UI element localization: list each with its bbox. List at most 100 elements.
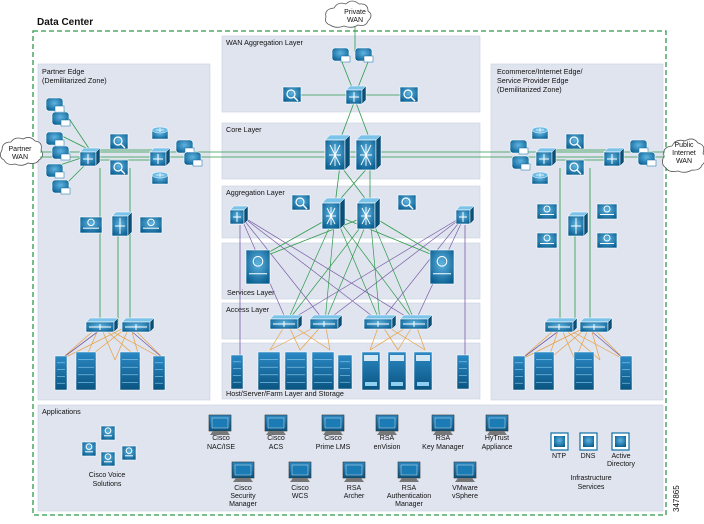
voice-server-icon [100,425,116,441]
ecommerce-access-switch-icon [544,317,578,333]
partner-firewall-icon [45,97,65,113]
aggregation-sensor-icon [291,194,311,211]
partner-firewall-icon [45,163,65,179]
aggregation-edge-switch-icon [229,205,249,225]
partner-wan-cloud: Partner WAN [0,137,43,166]
app-envision-label-1: RSA [380,435,395,442]
ecommerce-appliance-icon [596,232,618,249]
public-internet-label-2: Internet [672,150,696,157]
wan-firewall-icon [354,47,374,63]
link-line [369,214,381,323]
partner-access-switch-icon [85,317,119,333]
application-labels: Cisco Voice Solutions Cisco NAC/ISE Cisc… [89,435,636,508]
key-manager-icon [431,414,455,435]
partner-edge-switch-icon [149,147,171,167]
partner-sensor-icon [109,159,129,176]
link-line [324,214,466,323]
network-devices [45,47,657,482]
app-vsphere-label-2: vSphere [452,493,478,500]
app-csm-label-1: Cisco [234,485,252,492]
aggregation-zone [221,185,481,239]
link-line [334,214,446,261]
app-lms-label-2: Prime LMS [316,444,351,451]
app-csm-label-3: Manager [229,501,257,508]
link-line [286,214,336,323]
infra-title-1: Infrastructure [570,475,611,482]
wan-sensor-icon [399,86,419,103]
access-switch-icon [363,314,397,330]
ecommerce-server-icon [619,355,633,391]
ecommerce-edge-switch-icon [535,147,557,167]
ecommerce-edge-label-2: Service Provider Edge [497,76,569,85]
link-line [59,329,101,361]
infra-title-2: Services [578,484,605,491]
hytrust-icon [485,414,509,435]
partner-firewall-icon [175,139,195,155]
core-switch-icon [355,134,382,171]
access-switch-icon [399,314,433,330]
partner-server-icon [152,355,166,391]
partner-wan-label-1: Partner [9,146,33,153]
app-lms-label-1: Cisco [324,435,342,442]
aggregation-layer-label: Aggregation Layer [226,188,285,197]
aggregation-switch-icon [356,197,381,230]
link-line [589,329,626,361]
app-wcs-label-2: WCS [292,493,309,500]
ecommerce-distribution-switch-icon [567,211,589,237]
link-line [369,214,416,323]
acs-icon [264,414,288,435]
ecommerce-router-icon [531,126,549,140]
ecommerce-edge-label-3: (Demilitarized Zone) [497,85,562,94]
link-line [254,214,371,261]
app-acs-label-1: Cisco [267,435,285,442]
partner-firewall-icon [45,131,65,147]
ecommerce-firewall-icon [511,155,531,171]
partner-edge-label-2: (Demilitarized Zone) [42,76,107,85]
link-line [286,214,466,323]
core-zone [221,122,481,180]
ecommerce-router-icon [531,171,549,185]
ecommerce-server-icon [512,355,526,391]
zone-panels [37,35,664,512]
storage-array-icon [361,351,381,391]
public-internet-cloud: Public Internet WAN [662,138,704,173]
ecommerce-sensor-icon [565,159,585,176]
link-line [324,214,336,323]
partner-distribution-switch-icon [111,211,133,237]
app-vsphere-label-1: VMware [452,485,478,492]
link-line [334,214,381,323]
partner-sensor-icon [109,133,129,150]
partner-wan-label-2: WAN [12,154,28,161]
applications-zone [37,404,664,512]
infra-ad-label-1: Active [611,453,630,460]
ecommerce-edge-switch-icon [603,147,625,167]
blade-server-icon [311,351,335,391]
app-keymanager-label-1: RSA [436,435,451,442]
infra-dns-label: DNS [581,453,596,460]
wan-firewall-icon [331,47,351,63]
archer-icon [342,461,366,482]
access-layer-label: Access Layer [226,305,270,314]
ecommerce-firewall-icon [637,151,657,167]
private-wan-cloud: Private WAN [325,0,372,28]
link-line [239,214,416,323]
services-module-icon [245,249,271,285]
private-wan-label-1: Private [344,9,366,16]
app-wcs-label-1: Cisco [291,485,309,492]
partner-edge-switch-icon [79,147,101,167]
partner-router-icon [151,126,169,140]
app-archer-label-2: Archer [344,493,365,500]
app-nac-label-2: NAC/ISE [207,444,235,451]
data-center-border [32,30,667,516]
ecommerce-firewall-icon [509,139,529,155]
server-rack-icon [230,354,244,390]
link-line [354,99,371,141]
ecommerce-appliance-icon [596,203,618,220]
authentication-manager-icon [397,461,421,482]
app-hytrust-label-2: Appliance [482,444,513,451]
ntp-icon [550,432,569,451]
storage-array-icon [387,351,407,391]
voice-label-1: Cisco Voice [89,472,126,479]
aggregation-sensor-icon [397,194,417,211]
wan-aggregation-switch-icon [345,85,367,105]
